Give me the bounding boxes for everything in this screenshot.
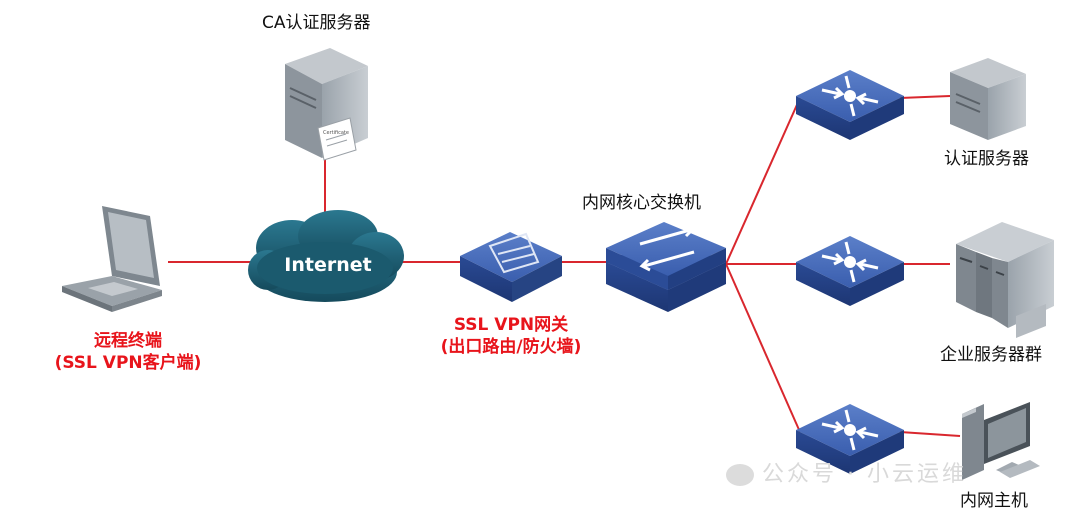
link-switch-auth [899,95,951,99]
intranet-host-icon [962,402,1040,480]
auth-server-label: 认证服务器 [944,149,1029,169]
link-core-switch-bottom [725,263,801,433]
ssl-gateway-label-line2: (出口路由/防火墙) [440,337,582,357]
access-switch-middle-icon [796,236,904,306]
enterprise-servers-label: 企业服务器群 [940,345,1042,365]
link-core-switch-top [725,97,801,265]
ssl-gateway-icon [460,232,562,302]
laptop-icon [62,206,162,312]
ssl-gateway-label: SSL VPN网关 (出口路由/防火墙) [416,314,606,358]
access-switch-bottom-icon [796,404,904,474]
remote-terminal-label: 远程终端 (SSL VPN客户端) [28,330,228,374]
certificate-tag: Certificate [323,130,349,136]
core-switch-icon [606,222,726,312]
watermark: 公众号 · 小云运维 [726,456,967,488]
remote-terminal-label-line2: (SSL VPN客户端) [54,353,202,373]
enterprise-servers-icon [956,222,1054,338]
ca-server-label: CA认证服务器 [262,13,371,33]
core-switch-label: 内网核心交换机 [582,193,701,213]
internet-cloud-icon: Internet [248,210,404,302]
auth-server-icon [950,58,1026,140]
connection-lines [168,95,961,437]
intranet-host-label: 内网主机 [960,491,1028,511]
ssl-gateway-label-line1: SSL VPN网关 [453,315,569,335]
access-switch-top-icon [796,70,904,140]
link-switch-host [899,431,961,437]
internet-label: Internet [284,254,371,276]
ca-server-icon: Certificate [285,48,368,161]
watermark-text: 公众号 · 小云运维 [762,462,967,487]
remote-terminal-label-line1: 远程终端 [94,331,162,351]
wechat-icon [726,464,754,486]
